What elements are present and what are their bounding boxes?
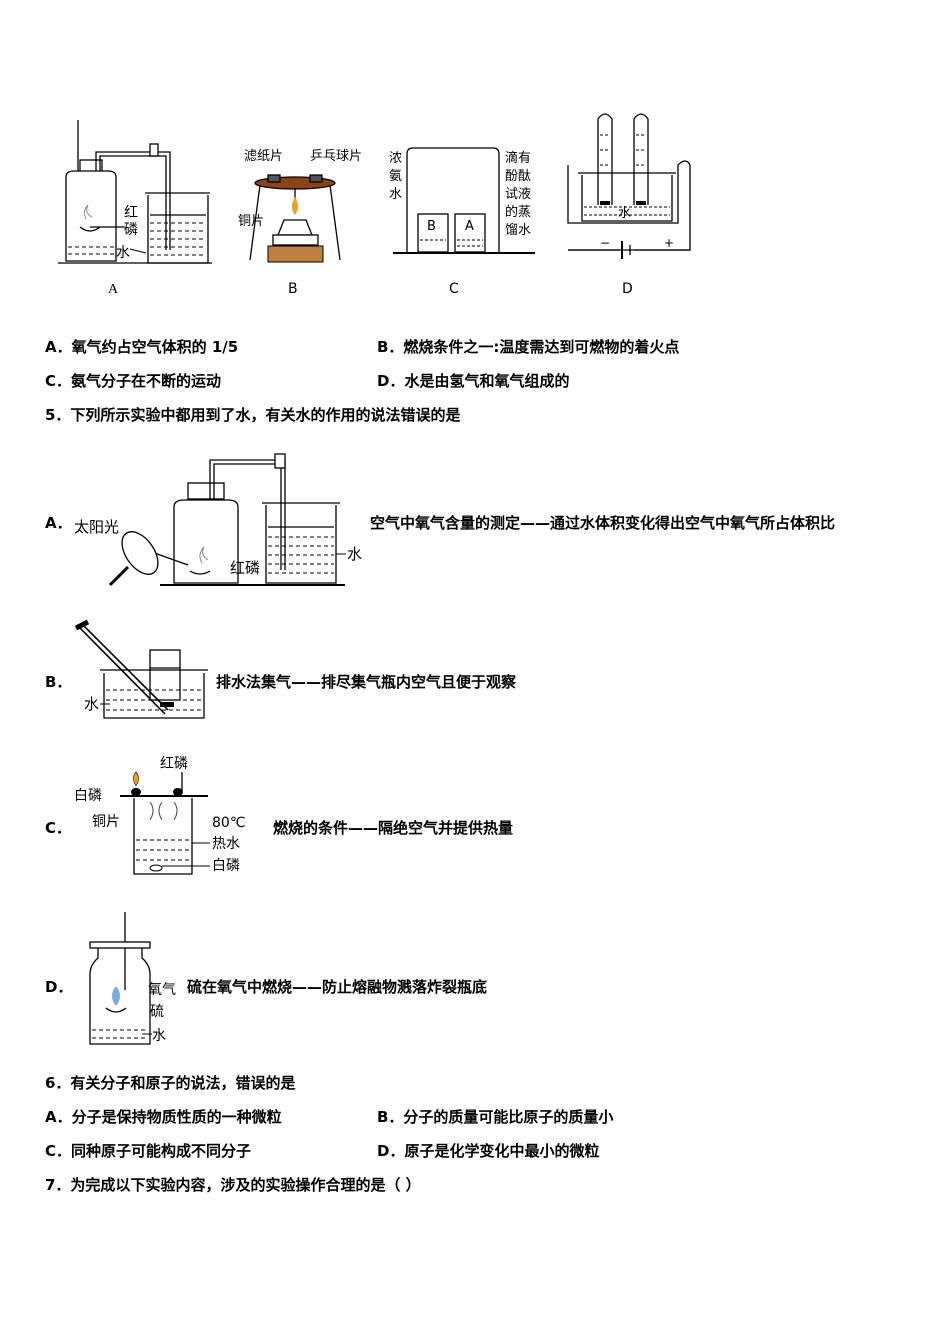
label-pingpong: 乒乓球片 (310, 149, 362, 164)
q5-a-sun-label: 太阳光 (74, 518, 119, 536)
q6-option-b: B．分子的质量可能比原子的质量小 (377, 1108, 614, 1126)
c-right-text-1: 酚酞 (505, 169, 531, 184)
d-minus: − (600, 236, 610, 250)
figure-a: 红 磷 水 A (58, 120, 212, 297)
c-right-text-4: 馏水 (505, 223, 531, 238)
q5-c-temp-label: 80℃ (212, 815, 246, 831)
d-label-water: 水 (618, 206, 631, 221)
q5-d-sulfur-label: 硫 (150, 1004, 164, 1020)
figure-b-caption: B (288, 281, 298, 297)
q5-d-desc: 硫在氧气中燃烧——防止熔融物溅落炸裂瓶底 (187, 978, 488, 996)
q5-b-letter: B． (45, 673, 72, 691)
c-left-text-0: 浓 (389, 151, 402, 166)
q5-c-hot-water-label: 热水 (212, 836, 240, 852)
q4-option-a: A．氧气约占空气体积的 1/5 (45, 338, 239, 356)
label-water: 水 (116, 245, 130, 261)
q5-a-water-label: 水 (347, 545, 362, 563)
figure-d-caption: D (622, 281, 633, 297)
label-copper: 铜片 (238, 214, 264, 229)
q5-c-desc: 燃烧的条件——隔绝空气并提供热量 (273, 819, 514, 837)
figure-a-caption: A (108, 282, 119, 297)
q5-c-white-p-top: 白磷 (74, 788, 102, 804)
q6-option-c: C．同种原子可能构成不同分子 (45, 1142, 252, 1160)
q5-b-desc: 排水法集气——排尽集气瓶内空气且便于观察 (216, 673, 517, 691)
q5-b-figure: 水 (74, 619, 208, 719)
q4-option-c: C．氨气分子在不断的运动 (45, 372, 222, 390)
q7-stem: 7．为完成以下实验内容，涉及的实验操作合理的是（ ） (45, 1176, 421, 1194)
c-left-text-1: 氨 (389, 169, 402, 184)
q5-c-figure: 红磷 白磷 铜片 80℃ 热水 白磷 (74, 756, 246, 875)
c-right-text-2: 试液 (505, 187, 531, 202)
figure-b: 滤纸片 乒乓球片 铜片 B (238, 149, 362, 297)
c-right-text-0: 滴有 (505, 150, 531, 166)
figure-c-caption: C (449, 281, 459, 297)
q4-option-b: B．燃烧条件之一:温度需达到可燃物的着火点 (377, 338, 680, 356)
figure-c: 浓 氨 水 B A 滴有 酚酞 试液 的蒸 馏水 C (389, 147, 535, 297)
c-beaker-a: A (465, 219, 474, 234)
q5-stem: 5．下列所示实验中都用到了水，有关水的作用的说法错误的是 (45, 406, 461, 424)
q5-b-water-label: 水 (84, 695, 99, 713)
d-plus: + (664, 236, 674, 250)
q5-a-figure: 太阳光 红磷 水 (74, 453, 362, 587)
q5-d-figure: 氧气 硫 水 (89, 912, 176, 1045)
c-right-text-3: 的蒸 (505, 204, 531, 220)
q4-option-d: D．水是由氢气和氧气组成的 (377, 372, 570, 390)
label-red-p-1: 红 (124, 205, 138, 221)
q6-stem: 6．有关分子和原子的说法，错误的是 (45, 1074, 296, 1092)
q5-a-letter: A． (45, 514, 72, 532)
label-red-p-2: 磷 (124, 222, 138, 238)
q5-d-letter: D． (45, 978, 73, 996)
label-filter-paper: 滤纸片 (244, 149, 283, 164)
figure-d: 水 − + D (567, 113, 691, 297)
q5-c-red-p-label: 红磷 (160, 756, 188, 772)
q5-d-water-label: 水 (152, 1028, 166, 1044)
q6-option-a: A．分子是保持物质性质的一种微粒 (45, 1108, 282, 1126)
q5-a-red-p-label: 红磷 (230, 559, 260, 577)
q5-c-white-p-bottom: 白磷 (212, 858, 240, 874)
q5-d-oxygen-label: 氧气 (148, 982, 176, 998)
q5-c-copper-label: 铜片 (92, 814, 120, 830)
q5-a-desc: 空气中氧气含量的测定——通过水体积变化得出空气中氧气所占体积比 (370, 514, 836, 532)
c-left-text-2: 水 (389, 187, 402, 202)
q6-option-d: D．原子是化学变化中最小的微粒 (377, 1142, 600, 1160)
c-beaker-b: B (427, 219, 436, 234)
q5-c-letter: C． (45, 819, 72, 837)
